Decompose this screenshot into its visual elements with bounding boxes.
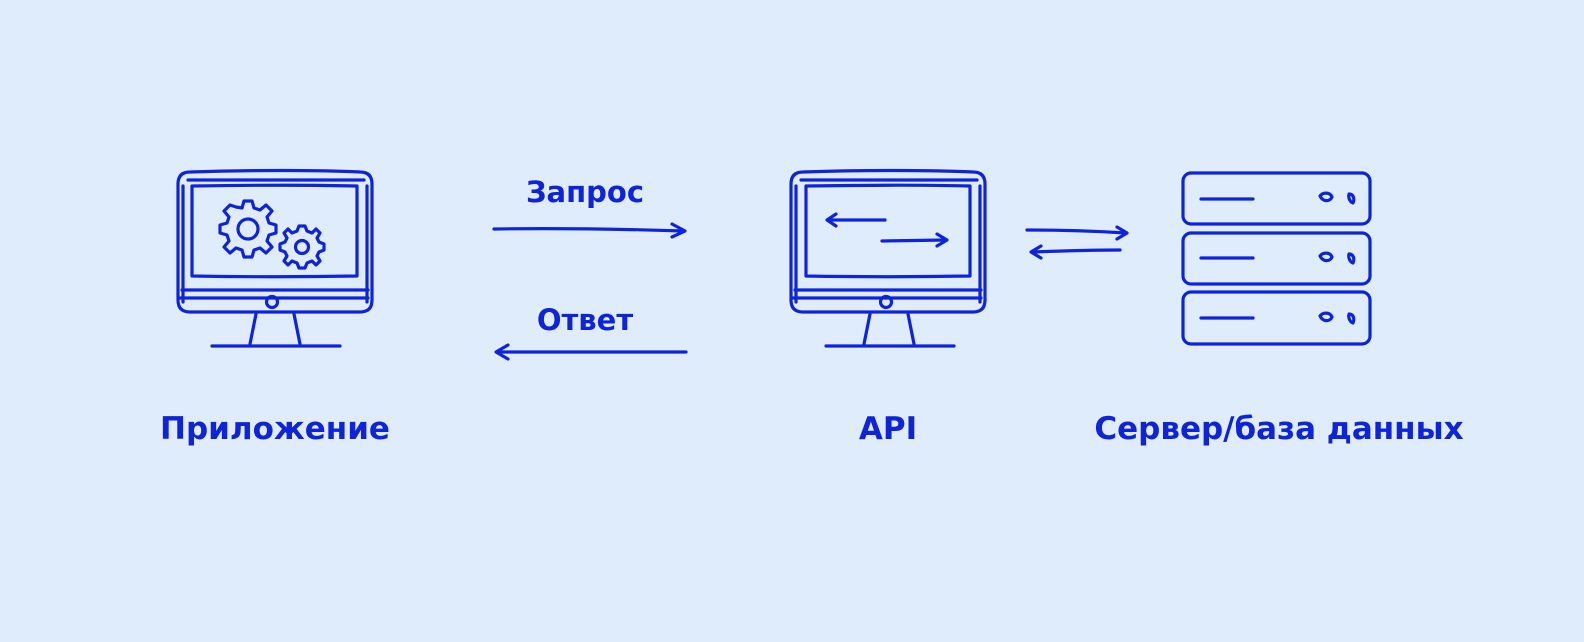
gear-small-icon [278,224,326,270]
bidirectional-arrows-icon [1025,225,1129,260]
server-label: Сервер/база данных [1094,411,1464,447]
api-arrows [825,212,949,248]
app-label: Приложение [160,411,390,447]
server-unit-top [1181,171,1372,226]
gear-large-icon [218,199,278,259]
api-monitor-frame [789,168,987,348]
server-unit-bottom [1181,290,1372,346]
response-label: Ответ [536,303,634,337]
monitor-arrows-icon [789,168,987,348]
request-label: Запрос [525,175,645,209]
server-stack-icon [1181,171,1372,346]
arrow-left-icon [494,343,688,361]
arrow-right-icon [492,222,687,239]
server-unit-middle [1181,231,1372,286]
app-monitor-frame [176,168,374,348]
monitor-gears-icon [176,168,374,348]
api-label: API [858,411,918,447]
